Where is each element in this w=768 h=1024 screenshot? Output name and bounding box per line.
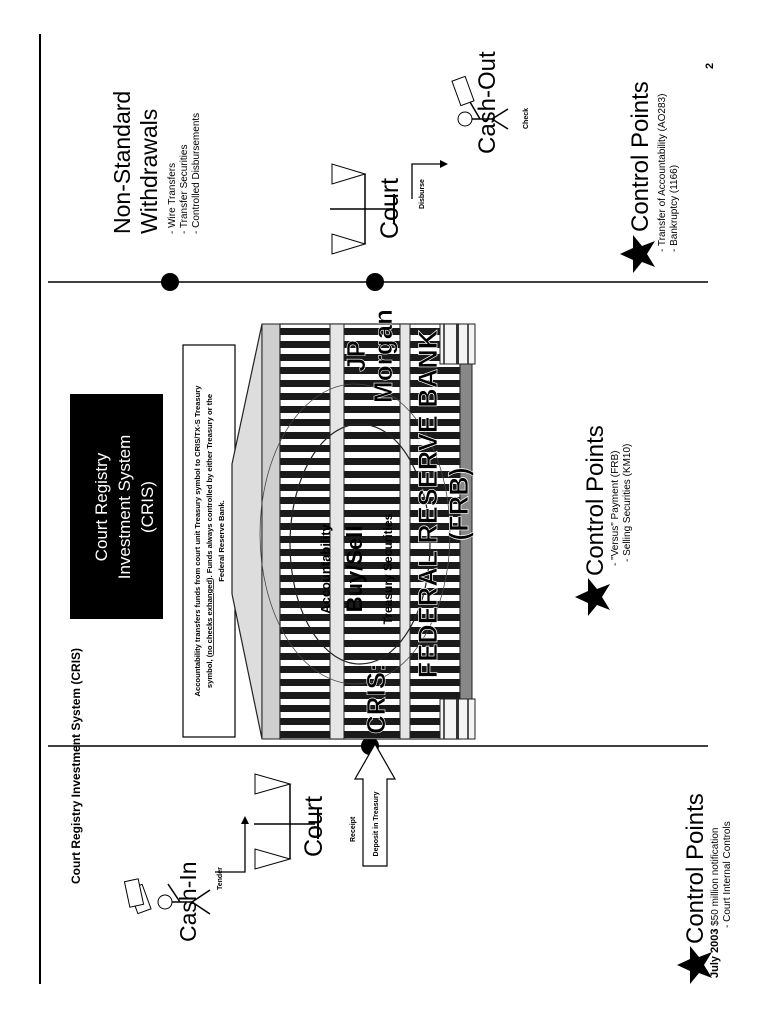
jp-label: JP xyxy=(341,340,371,372)
control-point-item: - Selling Securities (KM10) xyxy=(622,444,633,562)
note-line3: Federal Reserve Bank. xyxy=(217,500,226,581)
person-with-money-icon xyxy=(451,75,509,130)
tender-arrow xyxy=(215,824,246,873)
note-line1: Accountability transfers funds from cour… xyxy=(193,385,202,697)
control-points-cash-in: Control Points - $50 million notificatio… xyxy=(677,793,733,984)
court-in-label: Court xyxy=(300,796,328,857)
withdrawals-title-line2: Withdrawals xyxy=(136,109,162,234)
scale-icon xyxy=(330,163,395,255)
control-point-item: - $50 million notification xyxy=(710,828,721,933)
control-points-title: Control Points xyxy=(582,425,609,576)
federal-reserve-building-icon xyxy=(231,323,476,740)
title-box-line3: (CRIS) xyxy=(138,481,157,533)
control-point-item: - "Versus" Payment (FRB) xyxy=(610,451,621,566)
disburse-arrow xyxy=(411,163,440,199)
buy-sell-label: Buy/Sell xyxy=(342,526,367,613)
withdrawals-item-securities: - Transfer Securities xyxy=(179,145,190,234)
deposit-arrow xyxy=(353,742,397,867)
control-point-item: - Court Internal Controls xyxy=(722,821,733,928)
rotated-slide: Court Registry Investment System (CRIS) … xyxy=(39,34,733,984)
control-points-cash-out: Control Points - Transfer of Accountabil… xyxy=(620,81,680,273)
page-number: 2 xyxy=(704,63,716,69)
title-box xyxy=(70,394,163,619)
withdrawals-item-disbursements: - Controlled Disbursements xyxy=(191,113,202,234)
cash-out-label: Cash-Out xyxy=(474,51,501,154)
treasury-securities-label: Treasury Securities xyxy=(381,513,395,624)
cash-out-person: Cash-Out Check xyxy=(451,51,530,154)
withdrawals-item-wire: - Wire Transfers xyxy=(167,163,178,234)
cris-label: CRIS: xyxy=(361,663,391,734)
cash-in-label: Cash-In xyxy=(175,861,201,942)
morgan-label: Morgan xyxy=(368,309,398,403)
divider-right-dot-middle xyxy=(366,273,384,291)
disburse-arrowhead xyxy=(440,160,448,168)
deposit-label: Deposit in Treasury xyxy=(373,791,380,856)
star-icon xyxy=(575,578,610,616)
title-box-line1: Court Registry xyxy=(92,452,111,561)
cash-in-person: Cash-In xyxy=(123,861,211,942)
document-title: Court Registry Investment System (CRIS) xyxy=(69,648,83,884)
control-point-item: - Transfer of Accountability (AO283) xyxy=(657,94,668,252)
bank-name-line2: (FRB) xyxy=(444,467,474,540)
control-points-title: Control Points xyxy=(627,81,654,232)
court-scale-in: Court xyxy=(254,773,328,870)
disburse-label: Disburse xyxy=(419,179,426,209)
court-out-label: Court xyxy=(376,178,404,239)
withdrawals-title-line1: Non-Standard xyxy=(109,91,135,234)
receipt-label: Receipt xyxy=(350,816,357,842)
accountability-label: Accountability xyxy=(318,523,333,613)
check-label: Check xyxy=(523,108,530,129)
title-box-line2: Investment System xyxy=(115,435,134,580)
tender-arrowhead xyxy=(241,816,249,824)
star-icon xyxy=(677,946,712,984)
control-points-title: Control Points xyxy=(682,793,709,944)
footer-date: July 2003 xyxy=(709,928,721,978)
scale-icon xyxy=(254,773,319,870)
note-line2: symbol, (no checks exhanged). Funds alwa… xyxy=(205,394,214,688)
divider-right-dot-top xyxy=(161,273,179,291)
bank-name-line1: FEDERAL RESERVE BANK xyxy=(413,329,443,678)
person-with-money-icon xyxy=(123,878,211,915)
star-icon xyxy=(620,235,655,273)
control-point-item: - Bankruptcy (1166) xyxy=(669,165,680,252)
control-points-frb: Control Points - "Versus" Payment (FRB) … xyxy=(575,425,633,616)
tender-label: Tender xyxy=(217,867,224,890)
court-scale-out: Court xyxy=(330,163,404,255)
